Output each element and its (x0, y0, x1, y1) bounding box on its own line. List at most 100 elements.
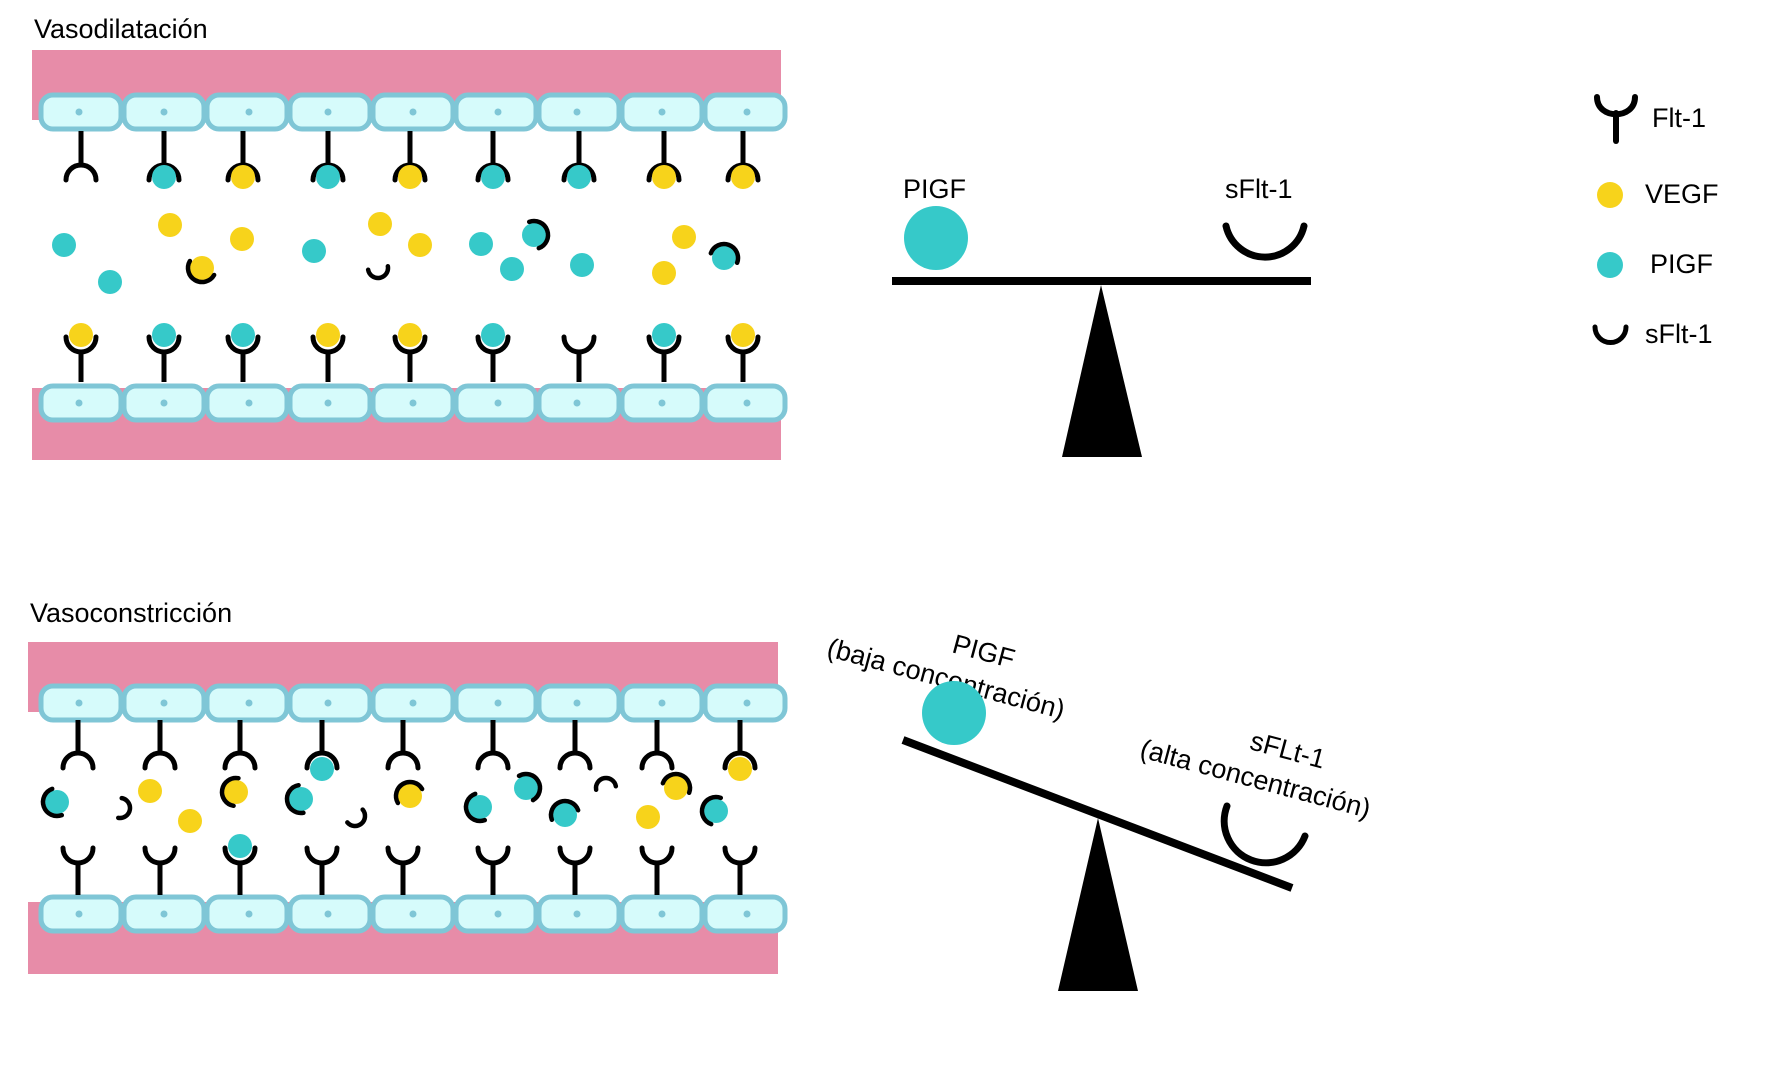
pigf-molecule (500, 257, 524, 281)
cell-nucleus (245, 699, 253, 707)
receptor-cup (222, 750, 258, 771)
flt1-receptor (646, 334, 682, 382)
cell-nucleus (75, 399, 83, 407)
receptor-cup (557, 845, 593, 866)
sflt1-bound-molecule (526, 218, 551, 251)
vasodilation-lumen (38, 92, 788, 423)
flt1-receptor (222, 845, 258, 895)
vegf-molecule (224, 780, 248, 804)
flt1-receptor (225, 334, 261, 382)
cell-nucleus (743, 108, 751, 116)
receptor-cup (475, 334, 511, 355)
cell-nucleus (658, 399, 666, 407)
vegf-molecule (731, 165, 755, 189)
pigf-weight (922, 681, 986, 745)
receptor-cup (60, 750, 96, 771)
endothelial-cell (38, 894, 124, 934)
sflt1-bound-molecule (708, 241, 741, 266)
cell-nucleus (409, 699, 417, 707)
cell-nucleus (409, 399, 417, 407)
cell-nucleus (573, 108, 581, 116)
cell-nucleus (494, 108, 502, 116)
endothelial-cell (536, 683, 622, 723)
cell-nucleus (160, 910, 168, 918)
vegf-molecule (731, 323, 755, 347)
endothelial-cell (287, 683, 373, 723)
cell-nucleus (75, 108, 83, 116)
cell-nucleus (75, 910, 83, 918)
pigf-weight (904, 206, 968, 270)
receptor-y-icon (1594, 94, 1638, 144)
vasoconstriction-lumen (38, 683, 788, 934)
pigf-molecule (52, 233, 76, 257)
sflt1-bound-molecule (699, 794, 724, 827)
vegf-molecule (652, 165, 676, 189)
vegf-molecule (664, 776, 688, 800)
receptor-cup (561, 334, 597, 355)
cell-nucleus (324, 699, 332, 707)
vegf-molecule (230, 227, 254, 251)
vegf-molecule (368, 212, 392, 236)
receptor-cup (304, 750, 340, 771)
flt1-receptor (557, 720, 593, 771)
sflt1-bound-molecule (40, 786, 65, 819)
sflt-weight (1220, 802, 1309, 867)
vegf-molecule (69, 323, 93, 347)
endothelial-cell (619, 683, 705, 723)
vasoconstriction-title: Vasoconstricción (30, 598, 232, 628)
pigf-molecule (468, 795, 492, 819)
cell-nucleus (324, 910, 332, 918)
endothelial-cell (121, 92, 207, 132)
vegf-molecule (178, 809, 202, 833)
endothelial-cell (453, 383, 539, 423)
scale-right-label: sFlt-1 (1225, 174, 1293, 204)
pigf-molecule (567, 165, 591, 189)
receptor-cup (475, 750, 511, 771)
endothelial-cell (536, 894, 622, 934)
flt1-receptor (557, 845, 593, 895)
scale-beam (901, 736, 1294, 892)
legend-label-vegf: VEGF (1645, 179, 1719, 209)
legend: Flt-1 VEGF PIGF sFlt-1 (1592, 94, 1719, 349)
flt1-receptor (304, 720, 340, 771)
flt1-receptor (725, 334, 761, 382)
flt1-receptor (561, 334, 597, 382)
vegf-molecule (138, 779, 162, 803)
pigf-molecule (231, 323, 255, 347)
flt1-receptor (146, 334, 182, 382)
scale-left-label: PIGF (903, 174, 966, 204)
receptor-cup (722, 845, 758, 866)
flt1-receptor (142, 720, 178, 771)
pigf-molecule (522, 223, 546, 247)
receptor-cup (146, 334, 182, 355)
vegf-molecule (190, 256, 214, 280)
pigf-molecule (481, 323, 505, 347)
receptor-cup (310, 334, 346, 355)
pigf-molecule (652, 323, 676, 347)
endothelial-cell (38, 383, 124, 423)
sflt1-bound-molecule (516, 771, 543, 803)
cell-nucleus (658, 910, 666, 918)
flt1-receptor (310, 334, 346, 382)
cell-nucleus (160, 108, 168, 116)
endothelial-cell (453, 683, 539, 723)
endothelial-cell (287, 383, 373, 423)
receptor-cup (639, 845, 675, 866)
vegf-molecule (636, 805, 660, 829)
sflt1-molecule (116, 795, 133, 821)
sflt1-bound-molecule (284, 782, 306, 816)
sflt1-molecule (345, 807, 368, 829)
cell-nucleus (160, 399, 168, 407)
endothelial-cell (619, 894, 705, 934)
cup-icon (1592, 324, 1629, 345)
cell-nucleus (494, 399, 502, 407)
legend-label-sflt1: sFlt-1 (1645, 319, 1713, 349)
vasodilation-title: Vasodilatación (34, 14, 208, 44)
pigf-molecule (712, 246, 736, 270)
legend-item-pigf: PIGF (1597, 249, 1713, 279)
legend-item-sflt1: sFlt-1 (1592, 319, 1713, 349)
sflt1-bound-molecule (548, 798, 581, 823)
pigf-molecule (481, 165, 505, 189)
cell-nucleus (245, 108, 253, 116)
